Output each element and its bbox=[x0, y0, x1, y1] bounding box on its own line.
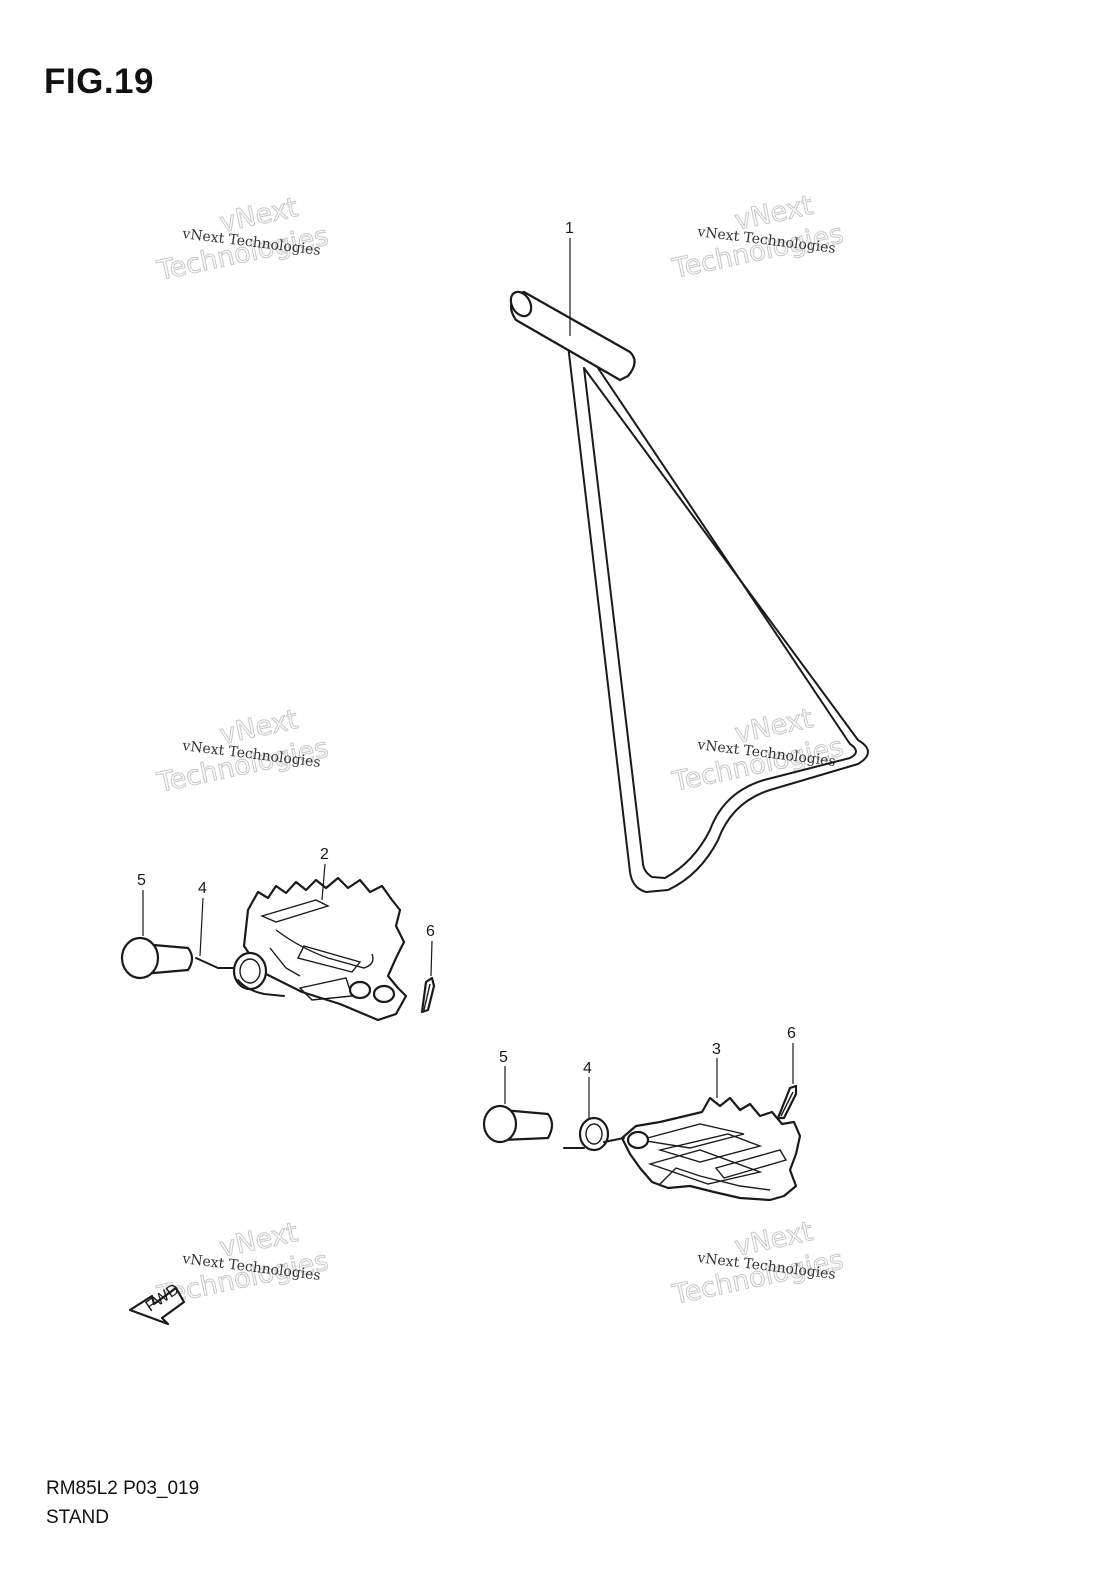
figure-name: STAND bbox=[46, 1507, 109, 1528]
part-6-cotter-left bbox=[420, 976, 436, 1014]
watermark-bottom-right: vNext Technologies vNext Technologies bbox=[669, 1216, 847, 1312]
watermark-mid-right: vNext Technologies vNext Technologies bbox=[669, 703, 847, 799]
figure-title: FIG.19 bbox=[44, 62, 154, 101]
part-2-footrest-left bbox=[242, 876, 408, 1022]
drawing-code: RM85L2 P03_019 bbox=[46, 1478, 200, 1499]
watermark-top-left: vNext Technologies vNext Technologies bbox=[154, 192, 332, 288]
callout-4b: 4 bbox=[583, 1060, 592, 1077]
part-1-stand bbox=[509, 290, 869, 893]
part-5-pin-right bbox=[482, 1104, 554, 1144]
callout-3: 3 bbox=[712, 1041, 721, 1058]
callout-5a: 5 bbox=[137, 872, 146, 889]
watermark-mid-left: vNext Technologies vNext Technologies bbox=[154, 704, 332, 800]
callout-2: 2 bbox=[320, 846, 329, 863]
callout-1: 1 bbox=[565, 220, 574, 237]
part-4-spring-right bbox=[563, 1116, 625, 1152]
callout-5b: 5 bbox=[499, 1049, 508, 1066]
callout-6a: 6 bbox=[426, 923, 435, 940]
part-6-cotter-right bbox=[776, 1084, 798, 1120]
watermark-top-right: vNext Technologies vNext Technologies bbox=[669, 190, 847, 286]
callout-6b: 6 bbox=[787, 1025, 796, 1042]
part-3-footrest-right bbox=[620, 1096, 802, 1202]
part-5-pin-left bbox=[120, 936, 194, 980]
part-4-spring-left bbox=[195, 951, 285, 997]
callout-4a: 4 bbox=[198, 880, 207, 897]
